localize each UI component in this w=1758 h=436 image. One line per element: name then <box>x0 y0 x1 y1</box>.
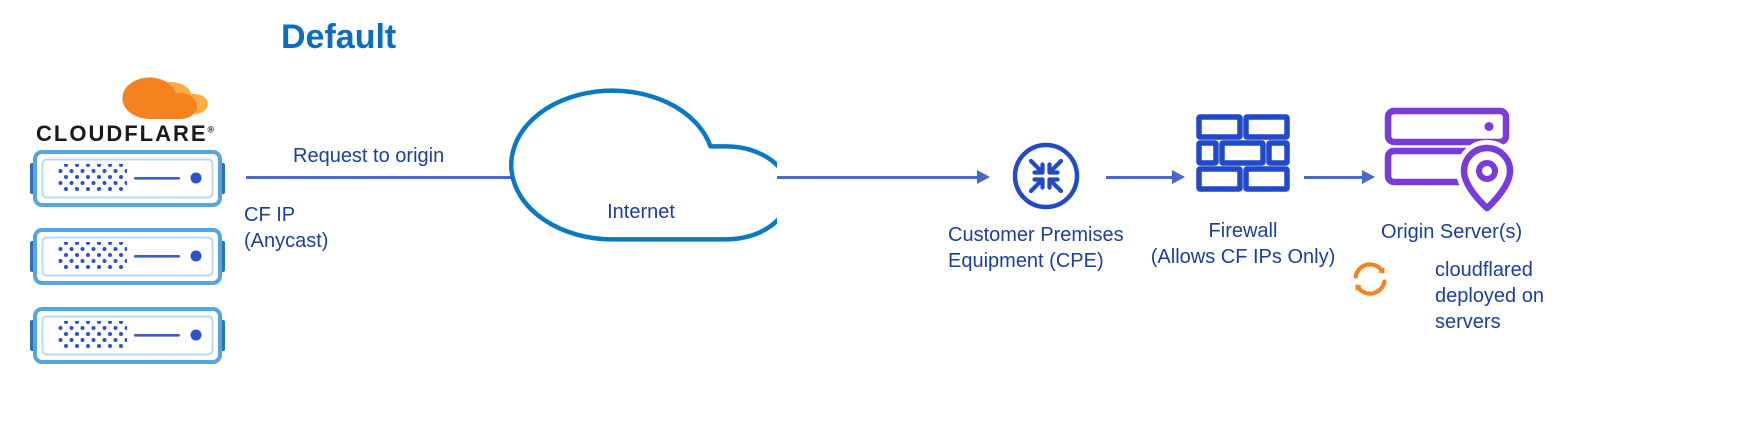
location-pin-icon <box>1455 139 1519 219</box>
cf-ip-label: CF IP (Anycast) <box>244 202 328 254</box>
firewall-label-line2: (Allows CF IPs Only) <box>1150 246 1336 268</box>
edge-server-icon <box>30 307 225 364</box>
firewall-icon <box>1196 114 1290 192</box>
cpe-label-line1: Customer Premises <box>948 224 1124 246</box>
cloudflared-note-line1: cloudflared <box>1435 259 1533 281</box>
cloudflare-logo-text: CLOUDFLARE® <box>36 121 214 147</box>
cf-ip-line2: (Anycast) <box>244 230 329 252</box>
edge-server-icon <box>30 150 225 207</box>
origin-label: Origin Server(s) <box>1381 221 1523 243</box>
cloudflared-note: cloudflared deployed on servers <box>1435 257 1544 335</box>
cloudflared-note-line3: servers <box>1435 311 1501 333</box>
internet-cloud-icon <box>505 86 777 244</box>
firewall-label: Firewall (Allows CF IPs Only) <box>1143 218 1343 270</box>
cpe-label: Customer Premises Equipment (CPE) <box>948 222 1124 274</box>
arrow-firewall-to-origin-line <box>1304 176 1362 179</box>
edge-server-icon <box>30 228 225 285</box>
arrow-cpe-to-firewall-line <box>1106 176 1172 179</box>
sync-icon <box>1353 262 1387 296</box>
origin-server-icon <box>1384 107 1519 219</box>
arrow-firewall-to-origin-head <box>1362 170 1375 184</box>
cpe-label-line2: Equipment (CPE) <box>948 250 1104 272</box>
cloudflare-wordmark: CLOUDFLARE <box>36 121 208 146</box>
diagram-title: Default <box>281 18 397 56</box>
cf-ip-line1: CF IP <box>244 204 296 226</box>
request-to-origin-label: Request to origin <box>293 145 445 167</box>
cloudflare-cloud-icon <box>122 77 208 119</box>
firewall-label-line1: Firewall <box>1208 220 1278 242</box>
cloudflared-note-line2: deployed on <box>1435 285 1544 307</box>
cpe-icon <box>1012 142 1080 210</box>
arrow-cpe-to-firewall-head <box>1172 170 1185 184</box>
request-arrow-head <box>977 170 990 184</box>
registered-mark: ® <box>207 124 215 135</box>
internet-label: Internet <box>607 201 675 223</box>
